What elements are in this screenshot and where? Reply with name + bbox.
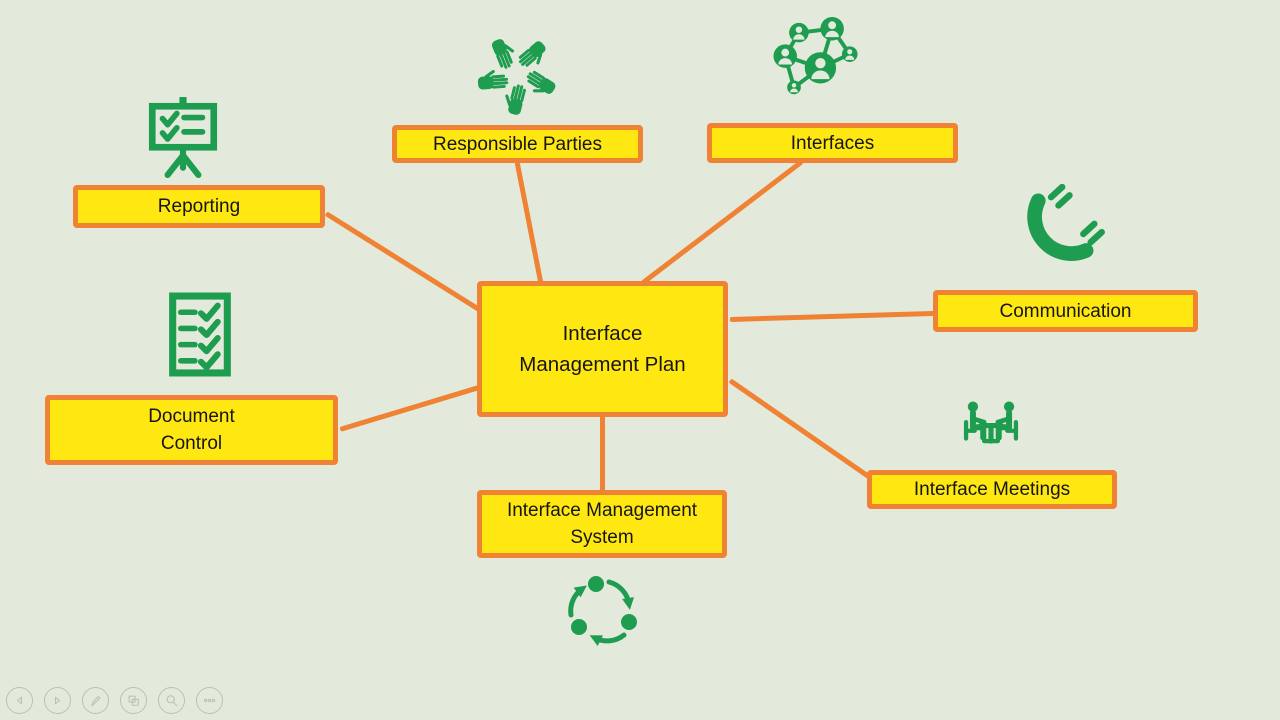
- node-label: Reporting: [157, 196, 241, 217]
- see-all-slides-button[interactable]: [120, 687, 147, 714]
- node-label: Document Control: [148, 406, 235, 454]
- previous-slide-button[interactable]: [6, 687, 33, 714]
- chevron-left-icon: [16, 696, 23, 705]
- connector-communication: [729, 310, 935, 322]
- connector-interface-meetings: [728, 377, 872, 479]
- slides-grid-icon: [128, 695, 139, 706]
- meeting-table-icon: [948, 398, 1034, 460]
- node-label: Responsible Parties: [433, 133, 602, 155]
- node-document-control: Document Control: [45, 395, 338, 465]
- magnifier-icon: [166, 695, 178, 707]
- pen-icon: [91, 695, 101, 707]
- easel-checklist-icon: [142, 96, 224, 178]
- node-communication: Communication: [933, 290, 1198, 332]
- connector-interface-management-system: [599, 415, 605, 492]
- connector-reporting: [324, 210, 481, 312]
- node-reporting: Reporting: [73, 185, 325, 228]
- node-label: Communication: [999, 300, 1132, 322]
- phone-icon: [1018, 184, 1110, 272]
- ellipsis-icon: [203, 698, 216, 703]
- pen-tools-button[interactable]: [82, 687, 109, 714]
- node-label: Interface Meetings: [913, 479, 1071, 500]
- node-interface-management-system: Interface Management System: [477, 490, 727, 558]
- next-slide-button[interactable]: [44, 687, 71, 714]
- node-label: Interfaces: [790, 132, 875, 154]
- node-center-interface-management-plan: Interface Management Plan: [477, 281, 728, 417]
- connector-document-control: [339, 384, 480, 432]
- chevron-right-icon: [54, 696, 61, 705]
- connector-interfaces: [640, 159, 804, 285]
- checklist-document-icon: [167, 292, 233, 377]
- cycle-arrows-icon: [562, 571, 646, 651]
- node-interfaces: Interfaces: [707, 123, 958, 163]
- connector-responsible-parties: [514, 160, 544, 284]
- people-network-icon: [770, 17, 863, 105]
- node-responsible-parties: Responsible Parties: [392, 125, 643, 163]
- node-label: Interface Management System: [506, 500, 698, 548]
- center-label: Interface Management Plan: [519, 322, 686, 376]
- zoom-slide-button[interactable]: [158, 687, 185, 714]
- hands-together-icon: [468, 26, 566, 122]
- node-interface-meetings: Interface Meetings: [867, 470, 1117, 509]
- more-options-button[interactable]: [196, 687, 223, 714]
- presenter-toolbar: [6, 687, 223, 714]
